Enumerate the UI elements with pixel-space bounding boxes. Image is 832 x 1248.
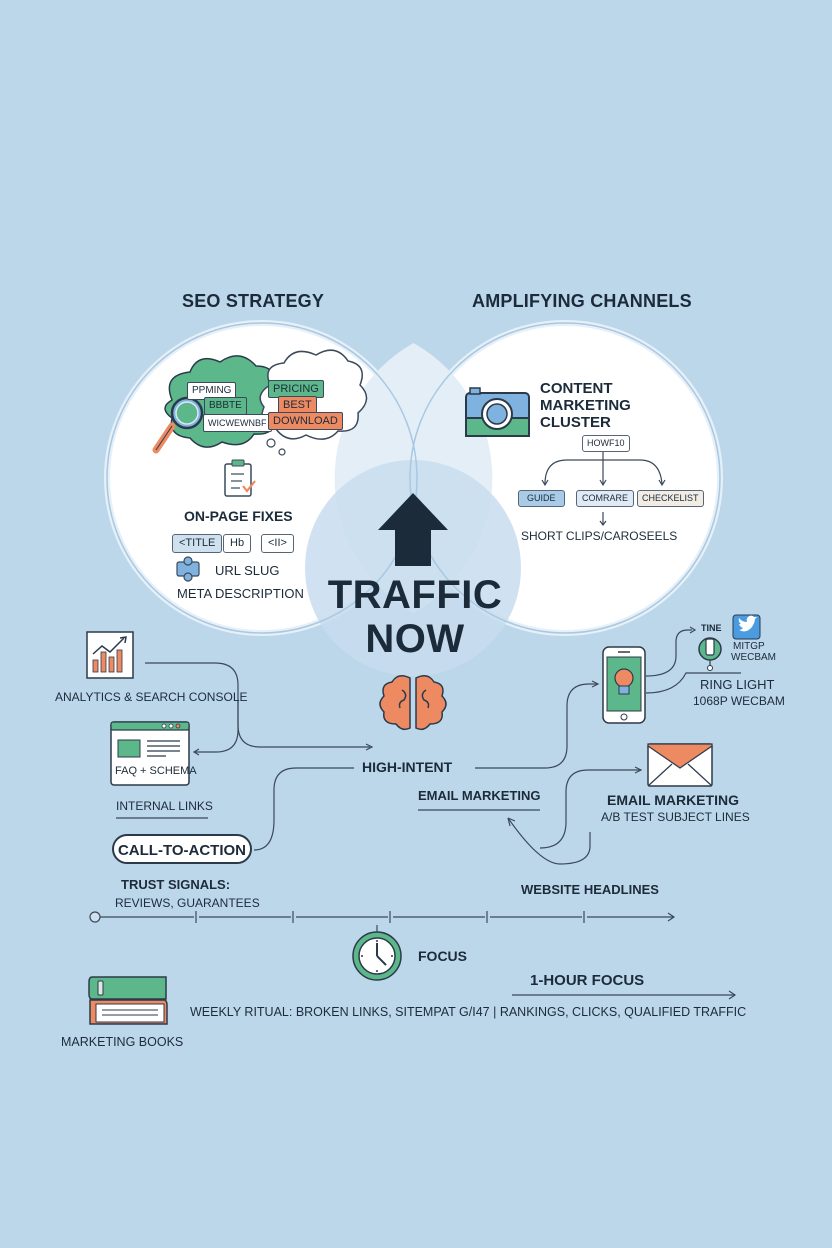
- brain-icon: [379, 675, 447, 731]
- microphone-icon: [698, 637, 722, 671]
- wecbam-label: WECBAM: [731, 652, 776, 663]
- now-line: NOW: [365, 617, 465, 661]
- smartphone-icon: [602, 646, 646, 724]
- webcam-label: 1068P WECBAM: [693, 694, 785, 708]
- content-cluster-line: CONTENT: [540, 380, 613, 397]
- internal-links-label: INTERNAL LINKS: [116, 799, 213, 813]
- channels-title: AMPLIFYING CHANNELS: [472, 291, 692, 311]
- cluster-tree-lines: [541, 450, 666, 526]
- trust-signals-title: TRUST SIGNALS:: [121, 877, 231, 892]
- cluster-node-checklist: CHECKELIST: [637, 490, 704, 507]
- website-headlines-label: WEBSITE HEADLINES: [521, 882, 659, 897]
- html-tag-chip: <II>: [261, 534, 294, 553]
- html-tag-chip: Hb: [223, 534, 252, 553]
- call-to-action-button[interactable]: CALL-TO-ACTION: [112, 834, 252, 864]
- seo-circle-outline: [106, 322, 418, 634]
- twitter-icon: [732, 614, 761, 640]
- focus-label: FOCUS: [418, 948, 467, 964]
- cluster-node-guide: GUIDE: [518, 490, 565, 507]
- browser-window-icon: [110, 721, 190, 786]
- envelope-icon: [647, 743, 713, 787]
- high-intent-label: HIGH-INTENT: [362, 759, 453, 775]
- one-hour-focus-label: 1-HOUR FOCUS: [530, 972, 645, 989]
- flow-connectors: [89, 626, 741, 1000]
- mitgp-label: MITGP: [733, 641, 765, 652]
- keyword-chip: BBBTE: [204, 397, 247, 415]
- keyword-chip: WICWEWNBF: [203, 414, 272, 432]
- weekly-ritual-label: WEEKLY RITUAL: BROKEN LINKS, SITEMPAT G/…: [190, 1005, 747, 1019]
- clipboard-check-icon: [224, 459, 256, 497]
- arrow-up-icon: [378, 493, 448, 566]
- tine-label: TINE: [701, 623, 722, 633]
- camera-icon: [465, 387, 530, 437]
- ab-test-label: A/B TEST SUBJECT LINES: [601, 810, 750, 824]
- html-tag-chip: <TITLE: [172, 534, 223, 553]
- clock-icon: [352, 931, 402, 981]
- channels-circle-outline: [409, 322, 721, 634]
- short-clips-label: SHORT CLIPS/CAROSEELS: [521, 529, 678, 543]
- keyword-chip: PRICING: [268, 380, 324, 398]
- analytics-label: ANALYTICS & SEARCH CONSOLE: [55, 690, 248, 704]
- traffic-now-title: TRAFFIC NOW: [320, 573, 510, 661]
- puzzle-icon: [176, 556, 200, 582]
- center-hub: [305, 460, 521, 676]
- meta-description-label: META DESCRIPTION: [177, 586, 304, 601]
- marketing-books-label: MARKETING BOOKS: [61, 1035, 184, 1049]
- keyword-chip: DOWNLOAD: [268, 412, 343, 430]
- content-cluster-line: CLUSTER: [540, 414, 611, 431]
- cluster-node-compare: COMRARE: [576, 490, 635, 507]
- seo-title: SEO STRATEGY: [182, 291, 325, 311]
- books-icon: [88, 976, 168, 1025]
- trust-signals-sub: REVIEWS, GUARANTEES: [115, 896, 260, 910]
- email-marketing-mid-label: EMAIL MARKETING: [418, 788, 541, 803]
- ring-light-label: RING LIGHT: [700, 677, 775, 692]
- cluster-root-node: HOWF10: [582, 435, 630, 452]
- content-cluster-title: CONTENT MARKETING CLUSTER: [540, 380, 631, 431]
- content-cluster-line: MARKETING: [540, 397, 631, 414]
- url-slug-label: URL SLUG: [215, 563, 280, 578]
- line-chart-icon: [86, 631, 134, 679]
- faq-schema-label: FAQ + SCHEMA: [115, 765, 197, 777]
- email-marketing-title: EMAIL MARKETING: [607, 792, 739, 808]
- traffic-line: TRAFFIC: [327, 573, 503, 617]
- on-page-fixes-title: ON-PAGE FIXES: [184, 508, 293, 524]
